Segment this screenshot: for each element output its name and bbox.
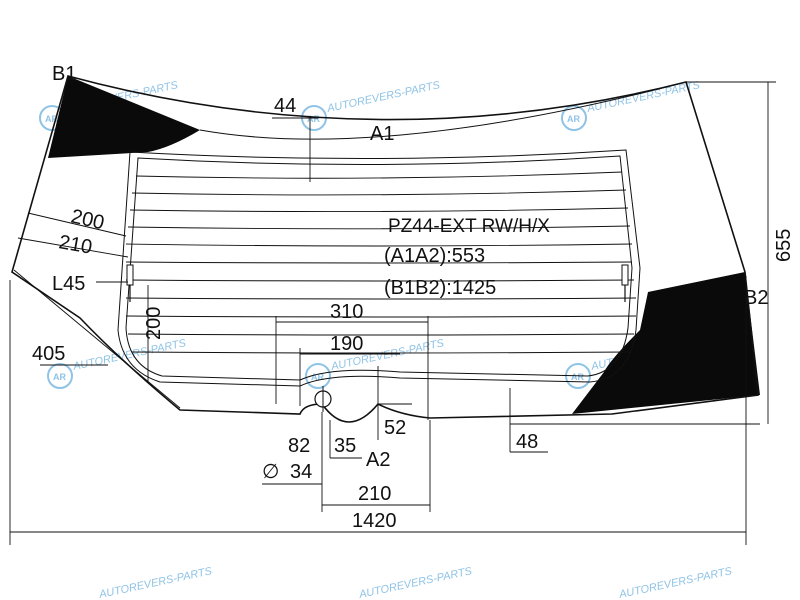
span-b1b2: (B1B2):1425 — [384, 277, 496, 299]
part-code: PZ44-EXT RW/H/X — [388, 216, 550, 237]
heating-grid-frame — [117, 149, 641, 387]
dim-190: 190 — [330, 333, 363, 355]
dim-l45: L45 — [52, 273, 85, 295]
point-a1-label: A1 — [370, 123, 394, 145]
black-band-left — [48, 76, 200, 158]
dim-44: 44 — [274, 95, 296, 117]
dim-200-top: 200 — [69, 205, 106, 234]
watermark-text: AUTOREVERS-PARTS — [325, 79, 442, 115]
watermark-text: AUTOREVERS-PARTS — [617, 565, 734, 600]
dimension-lines — [9, 81, 776, 545]
dim-405: 405 — [32, 343, 65, 365]
dim-1420: 1420 — [352, 510, 397, 532]
dim-210: 210 — [57, 231, 94, 258]
heating-grid-frame-inner — [125, 155, 633, 381]
dim-48: 48 — [516, 431, 538, 453]
dim-200-side: 200 — [143, 307, 165, 340]
dim-52: 52 — [384, 417, 406, 439]
watermark-text: AUTOREVERS-PARTS — [357, 565, 474, 600]
diameter-symbol: ∅ — [262, 461, 279, 483]
watermark-text: AUTOREVERS-PARTS — [71, 337, 188, 373]
watermark-logo-3 — [561, 105, 587, 131]
point-a2-label: A2 — [366, 449, 390, 471]
span-a1a2: (A1A2):553 — [384, 245, 485, 267]
glass-inner-edge — [199, 81, 687, 140]
connector-right — [621, 264, 629, 286]
dim-35: 35 — [334, 435, 356, 457]
point-b2-label: B2 — [744, 287, 768, 309]
point-b1-label: B1 — [52, 63, 76, 85]
dim-82: 82 — [288, 435, 310, 457]
watermark-text: AUTOREVERS-PARTS — [585, 79, 702, 115]
watermark-logo-4 — [47, 363, 73, 389]
heating-lines — [125, 171, 637, 354]
watermark-text: AUTOREVERS-PARTS — [97, 565, 214, 600]
dim-655: 655 — [773, 229, 795, 262]
dim-310: 310 — [330, 301, 363, 323]
dim-210-bottom: 210 — [358, 483, 391, 505]
black-band-right — [572, 272, 760, 414]
dim-34: 34 — [290, 461, 312, 483]
glass-outer-outline — [11, 75, 759, 423]
